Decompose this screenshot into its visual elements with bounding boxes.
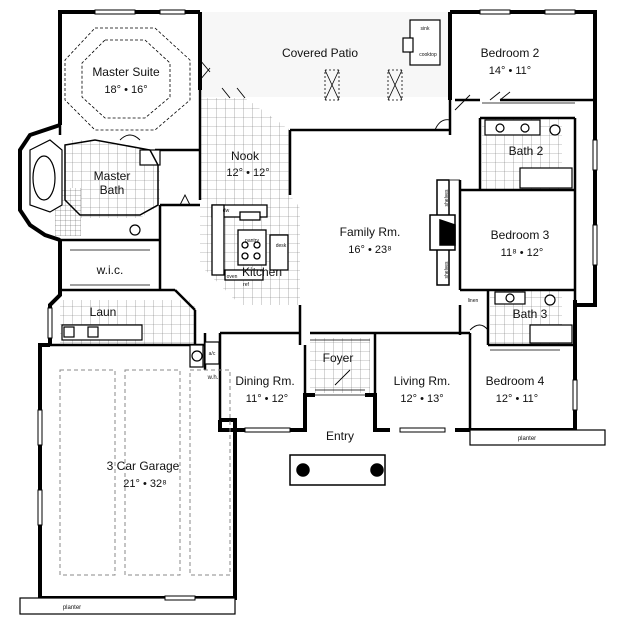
bath2-label: Bath 2 [509,144,544,158]
garage-label: 3 Car Garage [107,459,180,473]
planter-label-garage: planter [63,605,81,611]
oven-label: oven [227,274,238,280]
cooktop-label: cooktop [419,52,437,58]
fixture-labels: sink cooktop dw pantry desk oven ref lin… [63,26,536,611]
bedroom2-label: Bedroom 2 [481,46,540,60]
planter-label-bedroom4: planter [518,436,536,442]
kitchen-counters [211,204,289,281]
utility-units [189,341,220,368]
fireplace [429,179,456,286]
windows [37,9,598,601]
living-room-dim: 12° • 13° [400,393,443,405]
room-labels: Covered Patio Master Suite 18° • 16° Bed… [90,46,550,490]
bath2-fixtures [484,119,573,189]
garage-dim: 21° • 32⁸ [123,478,166,490]
dining-room-dim: 11° • 12° [246,393,288,405]
shelves-label-2: shelves [444,261,450,278]
door-swings [119,59,511,386]
bedroom3-dim: 11⁸ • 12° [501,247,544,259]
foyer-steps [310,339,370,396]
ac-label: a/c [209,351,216,357]
ref-label: ref [243,282,249,288]
laundry-fixtures [61,324,143,341]
bedroom3-label: Bedroom 3 [491,228,550,242]
linen-label: linen [468,298,479,304]
master-bath-fixtures [29,139,161,236]
planters [19,429,606,615]
dw-label: dw [223,208,230,214]
interior-walls [50,90,595,430]
pantry-label: pantry [245,238,259,244]
bedroom4-label: Bedroom 4 [486,374,545,388]
bedroom4-dim: 12° • 11° [496,393,538,405]
master-suite-ceiling [64,27,191,131]
nook-label: Nook [231,149,260,163]
laun-label: Laun [90,305,117,319]
bath3-label: Bath 3 [513,307,548,321]
entry-porch [289,454,386,486]
desk-label: desk [276,243,287,249]
patio-skylights [324,69,403,101]
nook-dim: 12° • 12° [226,167,269,179]
sink-label: sink [421,26,430,32]
patio-area [200,12,450,97]
garage-bays [59,369,231,576]
master-bath-label-line2: Bath [100,183,125,197]
living-room-label: Living Rm. [394,374,451,388]
wh-label: w.h. [207,375,219,381]
wic-label: w.i.c. [96,263,124,277]
entry-label: Entry [326,429,354,443]
foyer-label: Foyer [323,351,354,365]
master-bath-label-line1: Master [94,169,131,183]
shelves-label-1: shelves [444,189,450,206]
bath3-fixtures [494,291,573,344]
closet-lines [70,102,575,351]
patio-kitchen [402,19,441,66]
tiled-floors [55,98,562,393]
kitchen-label: Kitchen [242,265,282,279]
bedroom2-dim: 14° • 11° [489,65,531,77]
family-room-label: Family Rm. [340,225,401,239]
covered-patio-label: Covered Patio [282,46,358,60]
master-suite-dim: 18° • 16° [104,84,147,96]
dining-room-label: Dining Rm. [235,374,294,388]
family-room-dim: 16° • 23⁸ [348,244,391,256]
master-suite-label: Master Suite [92,65,160,79]
